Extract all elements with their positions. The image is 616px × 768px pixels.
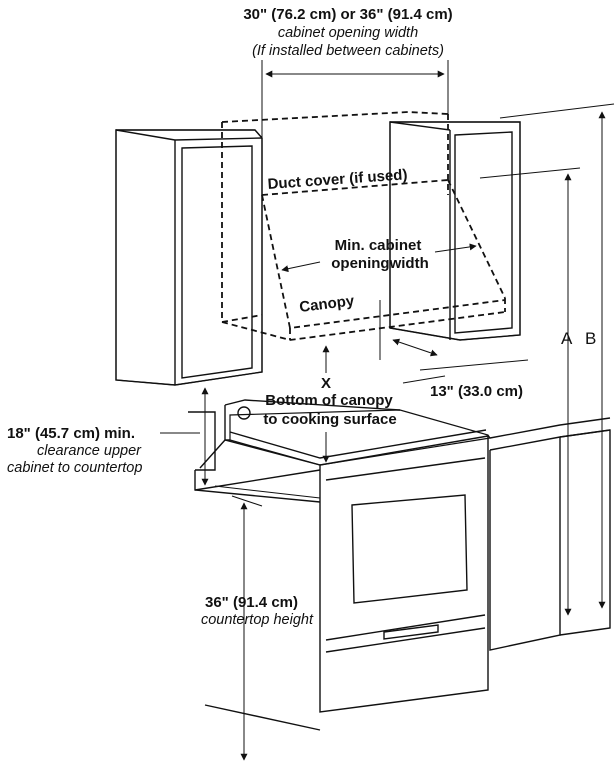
countertop [188, 411, 611, 731]
base-cabinet-right [489, 429, 611, 651]
depth-label: 13" (33.0 cm) [430, 383, 523, 400]
upper-cabinet-left [115, 129, 263, 386]
countertop-height-description: countertop height [201, 612, 314, 628]
countertop-height-dimension [231, 495, 263, 761]
canopy-label: Canopy [298, 292, 355, 316]
width-description-line1: cabinet opening width [278, 25, 418, 41]
depth-dimension [379, 300, 529, 384]
clearance-description-line2: cabinet to countertop [7, 460, 142, 476]
dimension-a-label: A [561, 329, 573, 348]
ab-dimensions [479, 103, 615, 616]
width-dimension-label: 30" (76.2 cm) or 36" (91.4 cm) [243, 6, 452, 23]
clearance-description-line1: clearance upper [37, 443, 142, 459]
x-label: X [321, 375, 331, 392]
range-hood-outline [221, 111, 506, 341]
upper-cabinet-right [389, 121, 521, 341]
min-cabinet-label-line2: openingwidth [331, 255, 428, 272]
clearance-dimension [160, 387, 209, 486]
bottom-canopy-label-line1: Bottom of canopy [265, 392, 393, 409]
dimension-b-label: B [585, 329, 596, 348]
range [224, 399, 492, 713]
countertop-height-label: 36" (91.4 cm) [205, 594, 298, 611]
width-dimension [261, 60, 449, 140]
width-description-line2: (If installed between cabinets) [252, 43, 444, 59]
clearance-label: 18" (45.7 cm) min. [7, 425, 135, 442]
min-cabinet-opening-dimension [281, 243, 477, 273]
min-cabinet-label-line1: Min. cabinet [335, 237, 422, 254]
bottom-canopy-label-line2: to cooking surface [263, 411, 396, 428]
